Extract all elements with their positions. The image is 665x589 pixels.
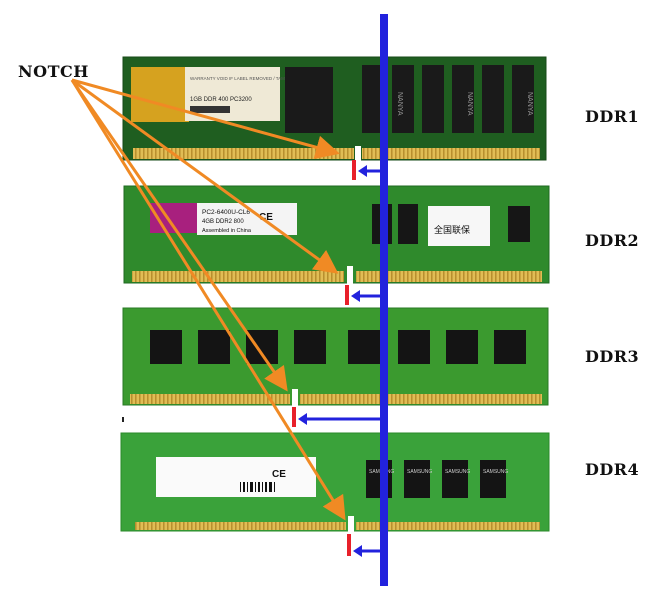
ddr2-sticker-line1: PC2-6400U-CL6 xyxy=(202,209,250,216)
ddr4-module: CE SAMSUNG SAMSUNG SAMSUNG SAMSUNG xyxy=(120,432,550,533)
ddr2-sticker-line2: 4GB DDR2 800 xyxy=(202,219,244,225)
notch-callout-arrows xyxy=(70,78,346,521)
svg-text:SAMSUNG: SAMSUNG xyxy=(445,469,470,475)
svg-text:NANYA: NANYA xyxy=(466,92,473,116)
ddr1-module: WARRANTY VOID IF LABEL REMOVED / TAMPERE… xyxy=(122,56,547,162)
notch-marker-ddr2 xyxy=(345,285,349,305)
ddr2-sticker-line3: Assembled in China xyxy=(202,228,252,234)
module-label-ddr3: DDR3 xyxy=(585,347,640,366)
ddr4-ce-mark: CE xyxy=(272,469,286,480)
module-label-ddr2: DDR2 xyxy=(585,231,640,250)
ddr1-chip-text: NANYA xyxy=(396,92,403,116)
reference-line xyxy=(380,14,388,586)
notch-marker-ddr4 xyxy=(347,534,351,556)
ddr2-sticker-right: 全国联保 xyxy=(434,224,470,236)
module-label-ddr1: DDR1 xyxy=(585,107,640,126)
svg-text:SAMSUNG: SAMSUNG xyxy=(483,469,508,475)
offset-arrows xyxy=(298,165,380,557)
svg-text:NANYA: NANYA xyxy=(526,92,533,116)
svg-text:SAMSUNG: SAMSUNG xyxy=(407,469,432,475)
ddr2-ce-mark: CE xyxy=(259,212,273,223)
module-label-ddr4: DDR4 xyxy=(585,460,640,479)
ddr1-sticker-line2: 1GB DDR 400 PC3200 xyxy=(190,97,252,103)
ddr2-module: PC2-6400U-CL6 4GB DDR2 800 Assembled in … xyxy=(123,185,550,284)
notch-markers xyxy=(292,160,356,556)
ddr1-sticker-line1: WARRANTY VOID IF LABEL REMOVED / TAMPERE… xyxy=(190,76,301,81)
notch-label: NOTCH xyxy=(18,62,89,81)
notch-marker-ddr1 xyxy=(352,160,356,180)
notch-marker-ddr3 xyxy=(292,407,296,427)
ddr3-module xyxy=(122,307,549,407)
